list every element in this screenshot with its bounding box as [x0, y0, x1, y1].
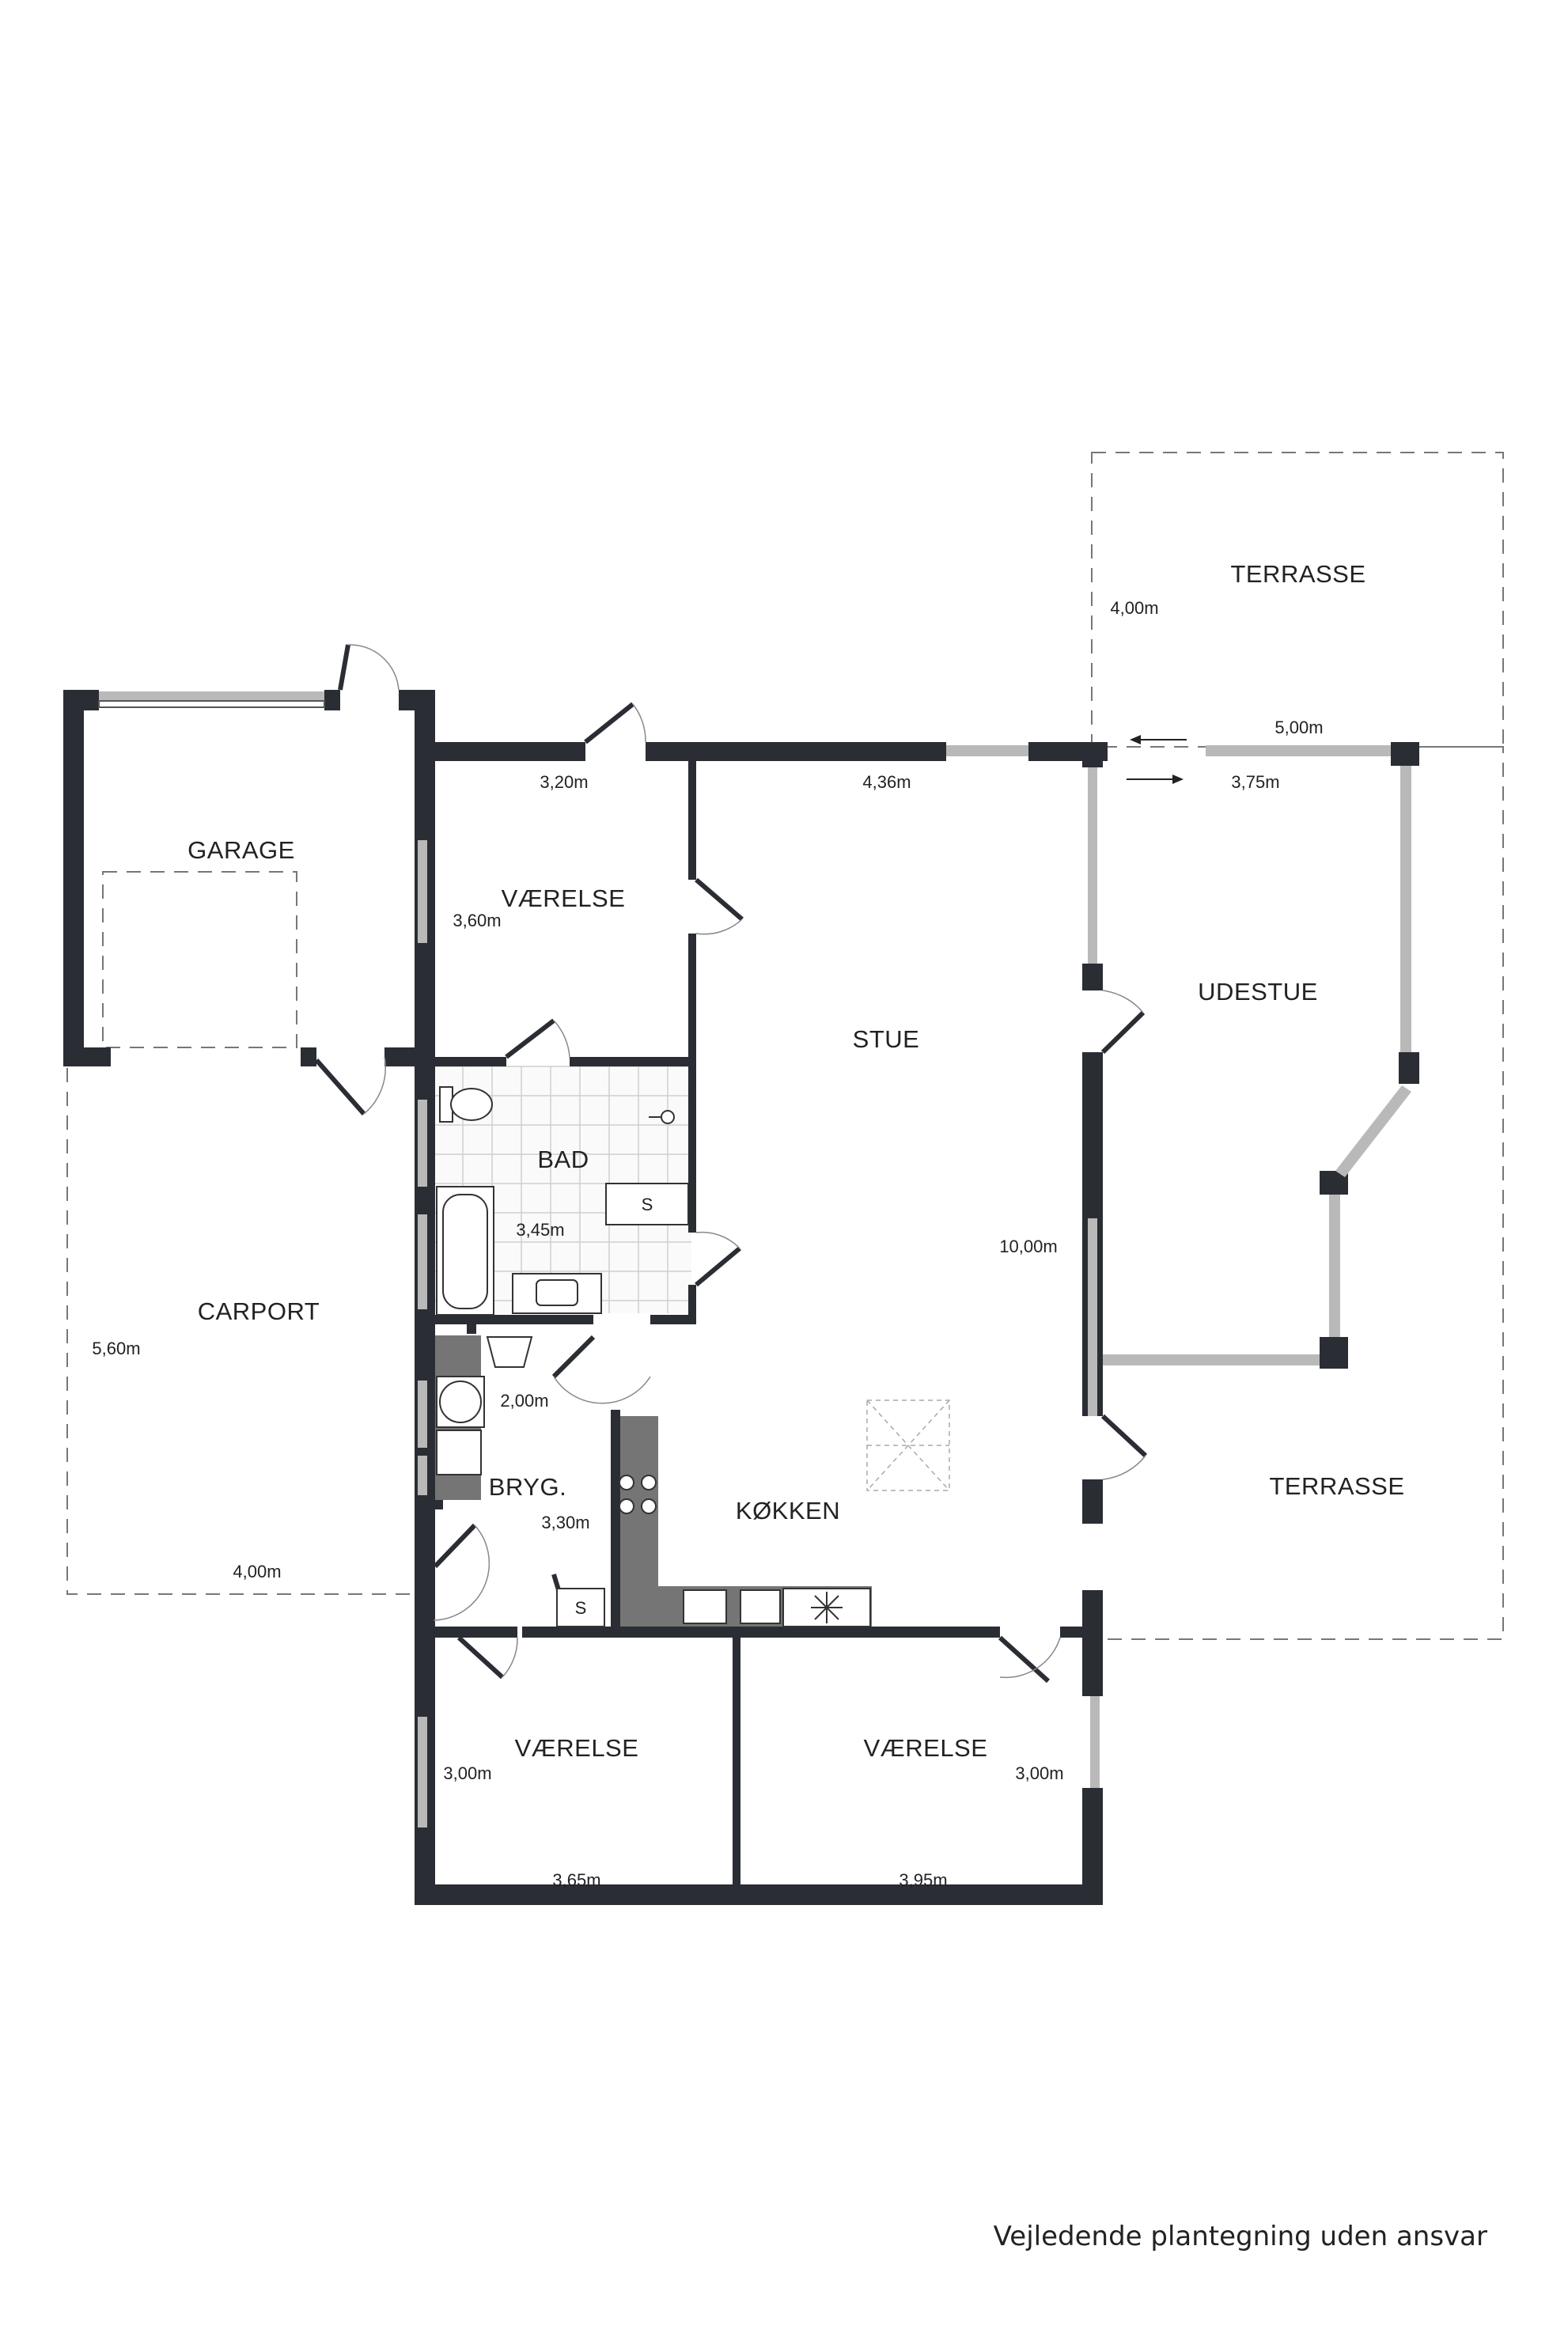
toilet-icon [439, 1086, 493, 1123]
room-label-vaerelse-bottom-right: VÆRELSE [864, 1734, 988, 1762]
dim-vaerelse-top-width: 3,20m [540, 772, 588, 792]
dishwasher-icon [740, 1589, 781, 1624]
bathtub-icon [436, 1186, 494, 1316]
dashed-outlines [66, 452, 1504, 1640]
disclaimer-text: Vejledende plantegning uden ansvar [994, 2221, 1487, 2252]
room-label-carport: CARPORT [198, 1297, 320, 1325]
freezer-icon [782, 1588, 871, 1627]
dim-stue-width: 4,36m [862, 772, 911, 792]
room-label-udestue: UDESTUE [1198, 978, 1318, 1006]
stove-icon [619, 1475, 657, 1514]
dim-carport-width: 4,00m [233, 1562, 281, 1581]
bath-sink-icon [512, 1273, 602, 1314]
laundry-symbol-icon [486, 1336, 533, 1368]
room-label-vaerelse-top: VÆRELSE [502, 884, 626, 912]
dim-terrasse-depth: 4,00m [1110, 598, 1158, 618]
room-label-garage: GARAGE [187, 836, 295, 864]
dim-stue-length: 10,00m [999, 1237, 1057, 1256]
dim-bryg-width: 2,00m [500, 1391, 548, 1411]
cabinet-s-bad: S [605, 1183, 689, 1225]
dim-vaerelse-bl-depth: 3,00m [443, 1763, 491, 1783]
room-label-terrasse-top: TERRASSE [1230, 560, 1365, 588]
dim-terrasse-width: 5,00m [1274, 718, 1323, 737]
shower-head-icon [649, 1110, 675, 1124]
dim-udestue-width: 3,75m [1231, 772, 1279, 792]
room-label-terrasse-right: TERRASSE [1269, 1472, 1404, 1500]
dim-vaerelse-bl-width: 3,65m [552, 1870, 600, 1890]
utility-sink-icon [436, 1430, 482, 1475]
room-label-koekken: KØKKEN [736, 1497, 840, 1524]
room-label-bad: BAD [537, 1146, 589, 1173]
dim-vaerelse-top-depth: 3,60m [453, 911, 501, 930]
room-label-stue: STUE [853, 1025, 920, 1053]
windows [98, 691, 1411, 1827]
dim-bad-depth: 3,45m [516, 1220, 564, 1240]
room-label-vaerelse-bottom-left: VÆRELSE [515, 1734, 639, 1762]
dim-bryg-depth: 3,30m [541, 1513, 589, 1532]
cabinet-s-bryg: S [556, 1588, 605, 1627]
entrance-arrows [1127, 735, 1187, 784]
room-labels: GARAGE CARPORT VÆRELSE BAD STUE UDESTUE … [187, 560, 1404, 1762]
dim-carport-depth: 5,60m [92, 1339, 140, 1358]
fixtures: S S [436, 735, 1187, 1627]
kitchen-sink-icon [683, 1589, 727, 1624]
room-label-bryg: BRYG. [489, 1473, 566, 1501]
washing-machine-icon [436, 1376, 485, 1428]
svg-text:S: S [642, 1195, 653, 1214]
dim-vaerelse-br-depth: 3,00m [1015, 1763, 1063, 1783]
skylight-icon [866, 1399, 950, 1491]
svg-text:S: S [575, 1598, 587, 1618]
dimension-labels: 4,00m 5,00m 3,20m 3,60m 4,36m 3,75m 3,45… [92, 598, 1323, 1890]
dim-vaerelse-br-width: 3,95m [899, 1870, 947, 1890]
